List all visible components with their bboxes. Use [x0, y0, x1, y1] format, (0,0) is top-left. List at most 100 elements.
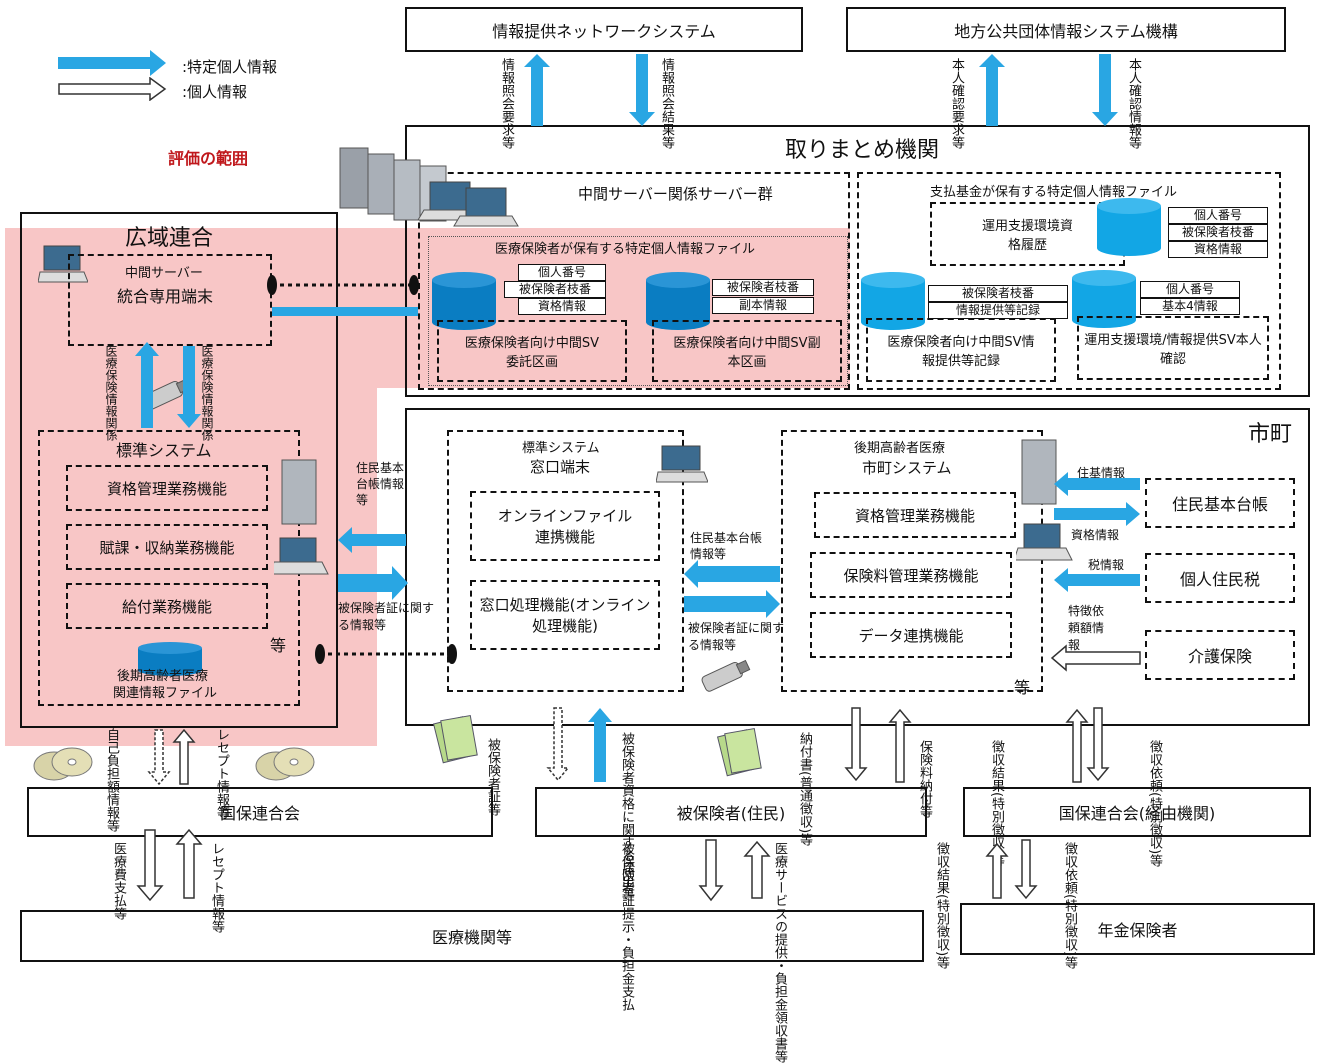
kouki-shicho-line2: 市町システム: [862, 459, 952, 477]
arrow-left-icon: [1054, 472, 1140, 496]
kouki-file-line1: 後期高齢者医療: [117, 669, 209, 684]
torimatome-title: 取りまとめ機関: [785, 138, 940, 163]
koiki-title: 広域連合: [125, 226, 214, 251]
torimatome-box: [405, 125, 1310, 397]
legend-personal-label: :個人情報: [182, 83, 248, 101]
shicho-title: 市町: [1248, 422, 1293, 447]
laptop-icon: [656, 445, 708, 483]
item-kihon4: 基本4情報: [1140, 298, 1240, 315]
network-system-box: 情報提供ネットワークシステム: [405, 7, 803, 52]
koiki-box: [20, 212, 338, 728]
item-edaban: 被保険者枝番: [712, 279, 814, 296]
database-icon: [646, 272, 710, 330]
document-icon: [716, 727, 762, 777]
nenkin-box: 年金保険者: [960, 903, 1315, 955]
tax-info-label: 税情報: [1088, 558, 1125, 572]
arrow-right-icon: [338, 566, 408, 600]
database-icon: [138, 642, 202, 676]
arrow-down-icon: [177, 346, 201, 428]
arrow-down-icon: [136, 829, 164, 902]
arrow-down-icon: [629, 54, 655, 126]
item-shikaku: 資格情報: [518, 298, 606, 315]
item-fukuhon: 副本情報: [712, 297, 814, 314]
arrow-up-icon: [175, 828, 203, 899]
std-system-label: 標準システム: [116, 441, 212, 460]
juki-info-label: 住基情報: [1077, 466, 1126, 480]
arrow-up-icon: [524, 54, 550, 126]
shicho-func-shikaku-box: 資格管理業務機能: [814, 492, 1016, 538]
sv-fukuhon-box: 医療保険者向け中間SV副本区画: [652, 320, 842, 382]
document-icon: [432, 714, 478, 764]
arrow-up-icon: [1065, 708, 1089, 783]
arrow-hihoken-label: 被保険者証に関する情報等: [338, 601, 435, 632]
arrow-down-icon: [1014, 839, 1038, 900]
hoken-file-area: [428, 236, 848, 386]
func-fuka-box: 賦課・収納業務機能: [66, 524, 268, 570]
laptop-icon: [38, 245, 88, 283]
shicho-func-hokenryo-box: 保険料管理業務機能: [810, 552, 1012, 598]
server-rack-icon: [339, 147, 519, 227]
shicho-std-system-area: [447, 430, 684, 692]
shicho-func-data-box: データ連携機能: [810, 612, 1012, 658]
shicho-std-line1: 標準システム: [522, 441, 600, 456]
arrow-down-icon: [1092, 54, 1118, 126]
kokuho-box: 国保連合会: [27, 787, 493, 837]
arrow-up-icon: [172, 728, 196, 785]
item-kojin-bango: 個人番号: [1168, 207, 1268, 224]
arrow-down-icon: [698, 839, 724, 902]
arrow-down-icon: [844, 707, 868, 782]
kouki-shicho-line1: 後期高齢者医療: [854, 441, 946, 456]
database-icon: [1097, 198, 1161, 256]
func-kyufu-box: 給付業務機能: [66, 583, 268, 629]
shicho-arrow-hihoken-label: 被保険者証に関する情報等: [688, 621, 785, 652]
arrow-left-icon: [684, 560, 780, 588]
arrow-left-icon: [338, 527, 406, 553]
arrow-down-icon: [147, 729, 171, 786]
arrow-up-icon: [888, 708, 912, 783]
shicho-arrow-jumin-label: 住民基本台帳情報等: [690, 531, 763, 561]
jumin-daicho-box: 住民基本台帳: [1145, 478, 1295, 528]
koiki-etc-label: 等: [270, 636, 287, 655]
arrow-layer: [135, 54, 1141, 902]
item-edaban: 被保険者枝番: [1168, 224, 1268, 241]
server-icon: [1016, 439, 1073, 561]
sv-honnin-box: 運用支援環境/情報提供SV本人確認: [1077, 316, 1269, 380]
legend-personal-arrow-icon: [58, 77, 167, 101]
arrow-down-icon: [1086, 707, 1110, 782]
usb-memory-icon: [701, 659, 751, 692]
arrow-up-icon: [985, 842, 1009, 899]
server-group-label: 中間サーバー関係サーバー群: [578, 185, 773, 203]
tokucho-info-label: 特徴依頼額情報: [1068, 604, 1105, 652]
item-kojin-bango: 個人番号: [518, 264, 606, 281]
arrow-left-icon: [1050, 644, 1141, 672]
item-edaban: 被保険者枝番: [504, 281, 606, 298]
kouki-file-line2: 関連情報ファイル: [113, 686, 218, 701]
hoken-file-label: 医療保険者が保有する特定個人情報ファイル: [495, 242, 756, 257]
kikin-file-area: [857, 172, 1281, 390]
legend-specific-label: :特定個人情報: [182, 58, 278, 76]
kikin-file-label: 支払基金が保有する特定個人情報ファイル: [930, 185, 1178, 200]
sv-itaku-box: 医療保険者向け中間SV委託区画: [437, 320, 627, 382]
arrow-up-icon: [588, 708, 612, 782]
chukan-terminal-line2: 統合専用端末: [117, 287, 214, 306]
kokuho-via-box: 国保連合会(経由機関): [963, 787, 1311, 837]
item-teikyo-kiroku: 情報提供等記録: [928, 302, 1068, 319]
scope-label: 評価の範囲: [168, 149, 249, 168]
online-file-box: オンラインファイル連携機能: [470, 491, 660, 561]
item-shikaku: 資格情報: [1168, 241, 1268, 258]
kojin-juminzei-box: 個人住民税: [1145, 553, 1295, 603]
cd-disc-icon: [33, 747, 93, 781]
jlis-box: 地方公共団体情報システム機構: [846, 7, 1286, 52]
hihokensha-box: 被保険者(住民): [535, 787, 927, 837]
madoguchi-box: 窓口処理機能(オンライン処理機能): [470, 580, 660, 650]
cd-disc-icon: [255, 747, 315, 781]
shicho-std-line2: 窓口端末: [530, 458, 591, 476]
sv-kiroku-box: 医療保険者向け中間SV情報提供等記録: [866, 318, 1056, 382]
item-kojin-bango: 個人番号: [1140, 281, 1240, 298]
arrow-right-icon: [1054, 502, 1140, 526]
arrow-jumin-label: 住民基本台帳情報等: [356, 461, 405, 507]
legend-specific-arrow-icon: [58, 50, 166, 76]
database-icon: [432, 272, 496, 330]
server-group-area: [418, 172, 850, 390]
arrow-up-icon: [743, 840, 771, 899]
